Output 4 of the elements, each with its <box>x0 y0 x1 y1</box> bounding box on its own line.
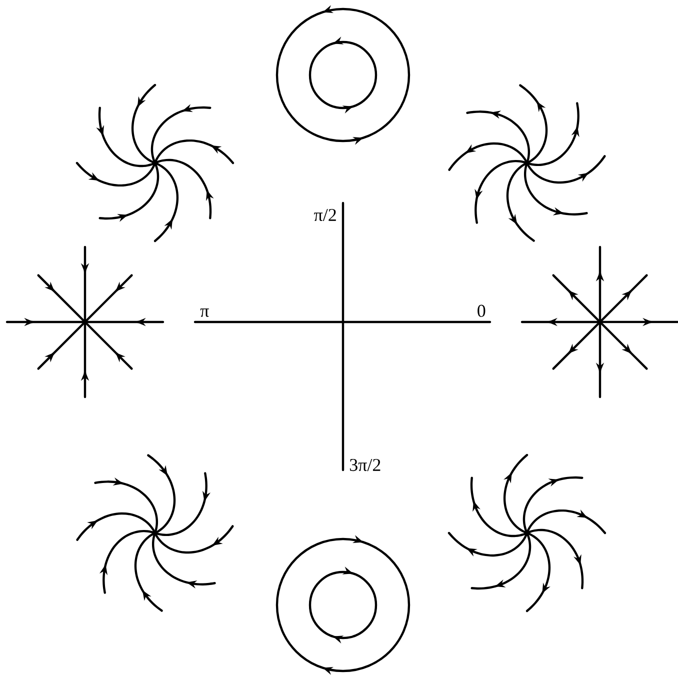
axis-label: 0 <box>478 304 486 317</box>
axis-label: π <box>200 308 209 317</box>
axis-label: 3π/2 <box>350 458 380 472</box>
axis-label: π/2 <box>314 208 336 222</box>
